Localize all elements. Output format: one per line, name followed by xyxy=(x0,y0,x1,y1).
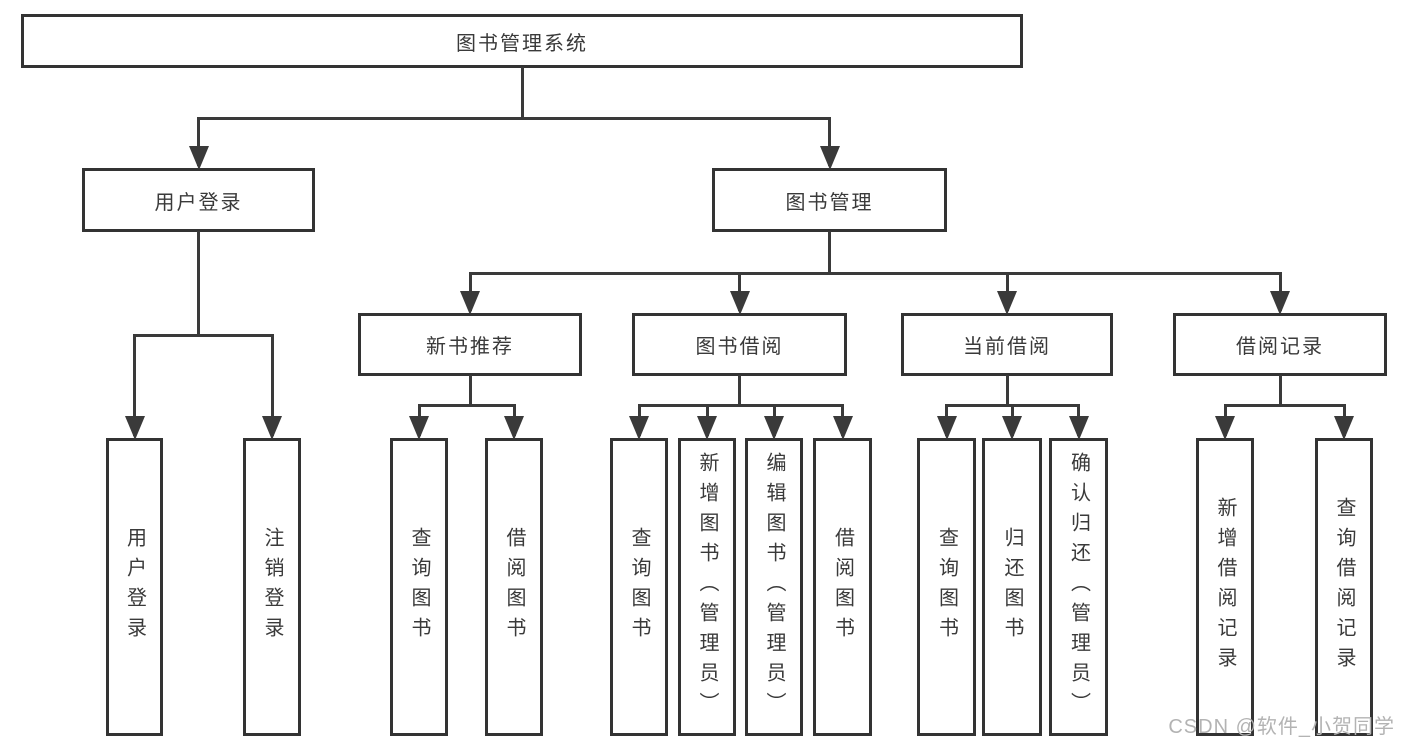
node-book-borrow: 图书借阅 xyxy=(632,313,847,376)
node-bb-add: 新增图书（管理员） xyxy=(678,438,736,736)
node-book-mgmt: 图书管理 xyxy=(712,168,947,232)
connector-line xyxy=(417,403,516,407)
node-br-add-label: 新增借阅记录 xyxy=(1214,497,1236,677)
node-borrow-records: 借阅记录 xyxy=(1173,313,1387,376)
connector-line xyxy=(270,333,274,436)
node-root: 图书管理系统 xyxy=(21,14,1023,68)
arrowhead-down xyxy=(729,291,750,315)
connector-line xyxy=(1005,374,1009,407)
node-nbr-borrow: 借阅图书 xyxy=(485,438,543,736)
node-bb-edit-label: 编辑图书（管理员） xyxy=(763,452,785,722)
node-cb-confirm: 确认归还（管理员） xyxy=(1049,438,1108,736)
node-cb-query-label: 查询图书 xyxy=(935,527,958,647)
connector-line xyxy=(468,374,472,407)
arrowhead-down xyxy=(1215,416,1235,440)
node-user-login-label: 用户登录 xyxy=(154,191,243,214)
node-cb-confirm-label: 确认归还（管理员） xyxy=(1067,452,1090,722)
arrowhead-down xyxy=(262,416,282,440)
node-new-book-rec-label: 新书推荐 xyxy=(426,336,514,358)
arrowhead-down xyxy=(1068,416,1089,440)
connector-line xyxy=(133,333,136,436)
node-logout-leaf: 注销登录 xyxy=(243,438,301,736)
arrowhead-down xyxy=(188,146,209,170)
connector-line xyxy=(637,403,844,407)
node-nbr-query: 查询图书 xyxy=(390,438,448,736)
node-current-borrow: 当前借阅 xyxy=(901,313,1113,376)
arrowhead-down xyxy=(1002,416,1022,440)
node-login-leaf-label: 用户登录 xyxy=(123,527,146,647)
node-cb-return: 归还图书 xyxy=(982,438,1042,736)
node-bb-borrow-label: 借阅图书 xyxy=(831,527,854,647)
connector-line xyxy=(197,116,200,166)
node-cb-query: 查询图书 xyxy=(917,438,976,736)
connector-line xyxy=(197,230,200,337)
connector-line xyxy=(133,333,274,337)
arrowhead-down xyxy=(460,291,480,315)
arrowhead-down xyxy=(764,416,784,440)
node-book-borrow-label: 图书借阅 xyxy=(695,336,784,358)
watermark: CSDN @软件_小贺同学 xyxy=(1168,716,1395,738)
node-logout-leaf-label: 注销登录 xyxy=(261,527,283,647)
arrowhead-down xyxy=(409,416,429,440)
node-book-mgmt-label: 图书管理 xyxy=(785,191,874,214)
connector-line xyxy=(828,116,831,166)
arrowhead-down xyxy=(936,416,957,440)
node-new-book-rec: 新书推荐 xyxy=(358,313,582,376)
node-br-query: 查询借阅记录 xyxy=(1315,438,1373,736)
arrowhead-down xyxy=(504,416,524,440)
node-current-borrow-label: 当前借阅 xyxy=(963,336,1051,358)
node-nbr-query-label: 查询图书 xyxy=(408,527,430,647)
node-bb-borrow: 借阅图书 xyxy=(813,438,872,736)
arrowhead-down xyxy=(697,416,717,440)
connector-line xyxy=(520,66,524,120)
node-root-label: 图书管理系统 xyxy=(456,32,588,55)
arrowhead-down xyxy=(819,146,840,170)
arrowhead-down xyxy=(629,416,649,440)
arrowhead-down xyxy=(1270,291,1290,315)
connector-line xyxy=(738,374,741,407)
node-br-query-label: 查询借阅记录 xyxy=(1333,497,1355,677)
node-borrow-records-label: 借阅记录 xyxy=(1236,336,1324,358)
arrowhead-down xyxy=(832,416,853,440)
connector-line xyxy=(468,271,1282,275)
node-bb-edit: 编辑图书（管理员） xyxy=(745,438,803,736)
node-br-add: 新增借阅记录 xyxy=(1196,438,1254,736)
connector-line xyxy=(828,230,831,275)
arrowhead-down xyxy=(1334,416,1354,440)
node-bb-query-label: 查询图书 xyxy=(628,527,650,647)
connector-line xyxy=(1223,403,1346,407)
node-nbr-borrow-label: 借阅图书 xyxy=(503,527,525,647)
node-bb-query: 查询图书 xyxy=(610,438,668,736)
node-cb-return-label: 归还图书 xyxy=(1001,527,1023,647)
arrowhead-down xyxy=(997,291,1017,315)
node-bb-add-label: 新增图书（管理员） xyxy=(696,452,718,722)
node-login-leaf: 用户登录 xyxy=(106,438,163,736)
arrowhead-down xyxy=(124,416,145,440)
connector-line xyxy=(1278,374,1282,407)
connector-line xyxy=(197,116,831,120)
node-user-login: 用户登录 xyxy=(82,168,315,232)
